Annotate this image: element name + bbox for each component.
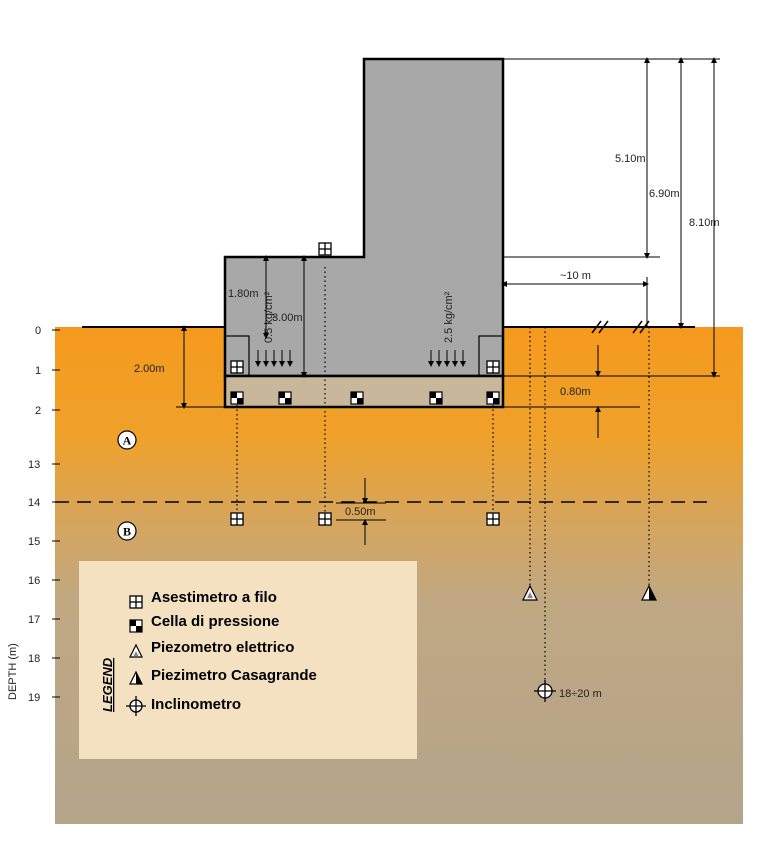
dim-6-90: 6.90m [649,188,680,200]
legend-title: LEGEND [100,657,115,712]
depth-tick: 16 [28,575,40,587]
depth-tick: 1 [35,365,41,377]
depth-tick: 14 [28,497,40,509]
asestimetro-icon [318,242,332,256]
dimension-lines [176,57,720,545]
load-arrows-left [255,350,293,367]
asestimetro-icon [486,360,500,374]
incl-depth-label: 18÷20 m [559,688,602,700]
cella-icon [129,619,143,633]
foundation-slab [223,374,505,409]
load-label-right: 2.5 kg/cm² [443,291,455,343]
asestimetro-icon [230,360,244,374]
legend-label: Piezometro elettrico [151,639,294,656]
dim-8-10: 8.10m [689,217,720,229]
layer-a-label: A [123,434,132,448]
cella-icon [230,391,244,405]
piezo-casagrande-icon [129,670,143,685]
piezo-casagrande-icon [641,584,657,601]
depth-tick: 17 [28,614,40,626]
cella-icon [278,391,292,405]
legend-item: Piezometro elettrico [129,639,294,658]
cella-icon [350,391,364,405]
legend-label: Asestimetro a filo [151,589,277,606]
instrument-dotted-lines [236,267,650,682]
dim-1-80: 1.80m [228,288,259,300]
dim-0-50: 0.50m [345,506,376,518]
depth-tick: 13 [28,459,40,471]
dim-5-10: 5.10m [615,153,646,165]
dim-3-00: 3.00m [272,312,303,324]
corner-box-right [478,335,504,377]
piezo-elettrico-icon [522,584,538,601]
legend-item: Piezimetro Casagrande [129,667,317,685]
asestimetro-icon [129,595,143,609]
dim-0-80: 0.80m [560,386,591,398]
legend-label: Cella di pressione [151,613,279,630]
load-arrows-right [428,350,466,367]
depth-tick: 15 [28,536,40,548]
layer-marker-b: B [117,521,137,541]
legend-box [79,561,417,759]
depth-tick-labels: 0 1 2 13 14 15 16 17 18 19 [28,325,41,704]
legend-item: Cella di pressione [129,613,279,633]
legend-label: Piezimetro Casagrande [151,667,317,684]
dim-2-00: 2.00m [134,363,165,375]
asestimetro-icon [230,512,244,526]
asestimetro-icon [486,512,500,526]
cella-icon [429,391,443,405]
legend-label: Inclinometro [151,696,241,713]
inclinometro-icon [126,696,146,716]
depth-tick: 18 [28,653,40,665]
dim-10m: ~10 m [560,270,591,282]
corner-box-left [224,335,250,377]
legend-item: Asestimetro a filo [129,589,277,609]
layer-marker-a: A [117,430,137,450]
depth-axis-title: DEPTH (m) [7,643,19,700]
depth-tick: 0 [35,325,41,337]
legend-item: Inclinometro [126,696,241,716]
piezo-elettrico-icon [129,643,143,658]
layer-b-label: B [123,525,131,539]
inclinometro-icon [534,680,556,702]
asestimetro-icon [318,512,332,526]
cella-icon [486,391,500,405]
depth-axis [52,329,60,698]
depth-tick: 2 [35,405,41,417]
depth-tick: 19 [28,692,40,704]
